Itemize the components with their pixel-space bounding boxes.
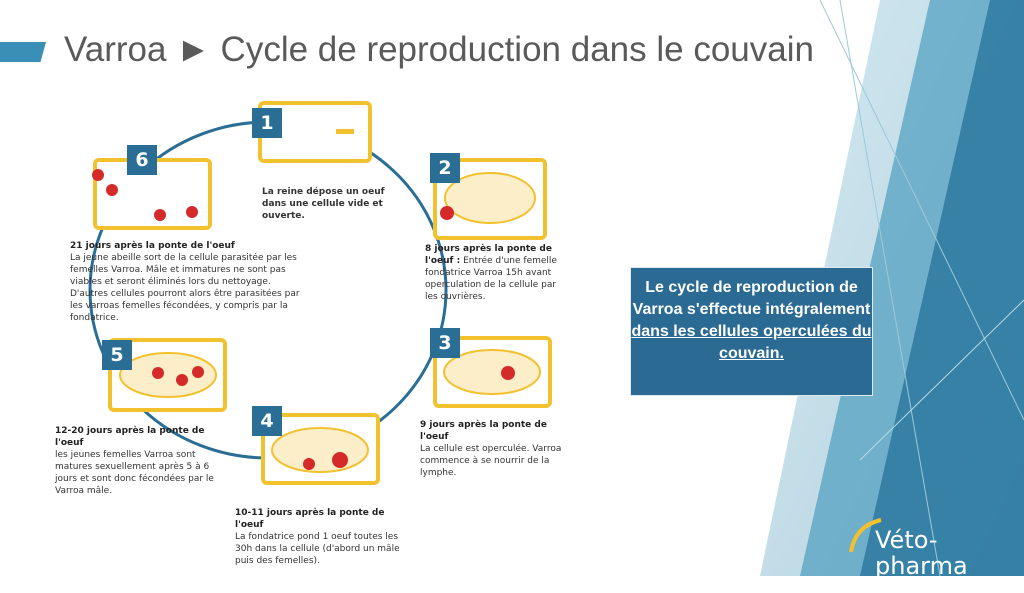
step-1-badge: 1 [252, 108, 282, 138]
title-accent-bar [0, 42, 46, 62]
slide-title: Varroa ► Cycle de reproduction dans le c… [64, 30, 814, 69]
background-decoration [88, 0, 1024, 576]
step-6-badge: 6 [127, 145, 157, 175]
step-3-badge: 3 [430, 328, 460, 358]
step-1-caption: La reine dépose un oeuf dans une cellule… [262, 187, 385, 221]
callout-box: Le cycle de reproduction de Varroa s'eff… [630, 267, 873, 396]
step-2-caption: 8 jours après la ponte de l'oeuf : Entré… [425, 244, 557, 302]
callout-emphasis: dans les cellules operculées du couvain. [631, 323, 872, 362]
varroa-mites [92, 169, 515, 470]
step-5-badge: 5 [102, 340, 132, 370]
step-2-badge: 2 [430, 153, 460, 183]
logo-arc-icon [849, 518, 882, 553]
callout-text: Le cycle de reproduction de Varroa s'eff… [632, 279, 871, 318]
company-logo: Véto-pharma Engagés pour l'apiculture [875, 527, 1024, 593]
step-4-badge: 4 [252, 406, 282, 436]
logo-brand: Véto-pharma [875, 526, 968, 580]
logo-tagline: Engagés pour l'apiculture [875, 580, 1016, 593]
